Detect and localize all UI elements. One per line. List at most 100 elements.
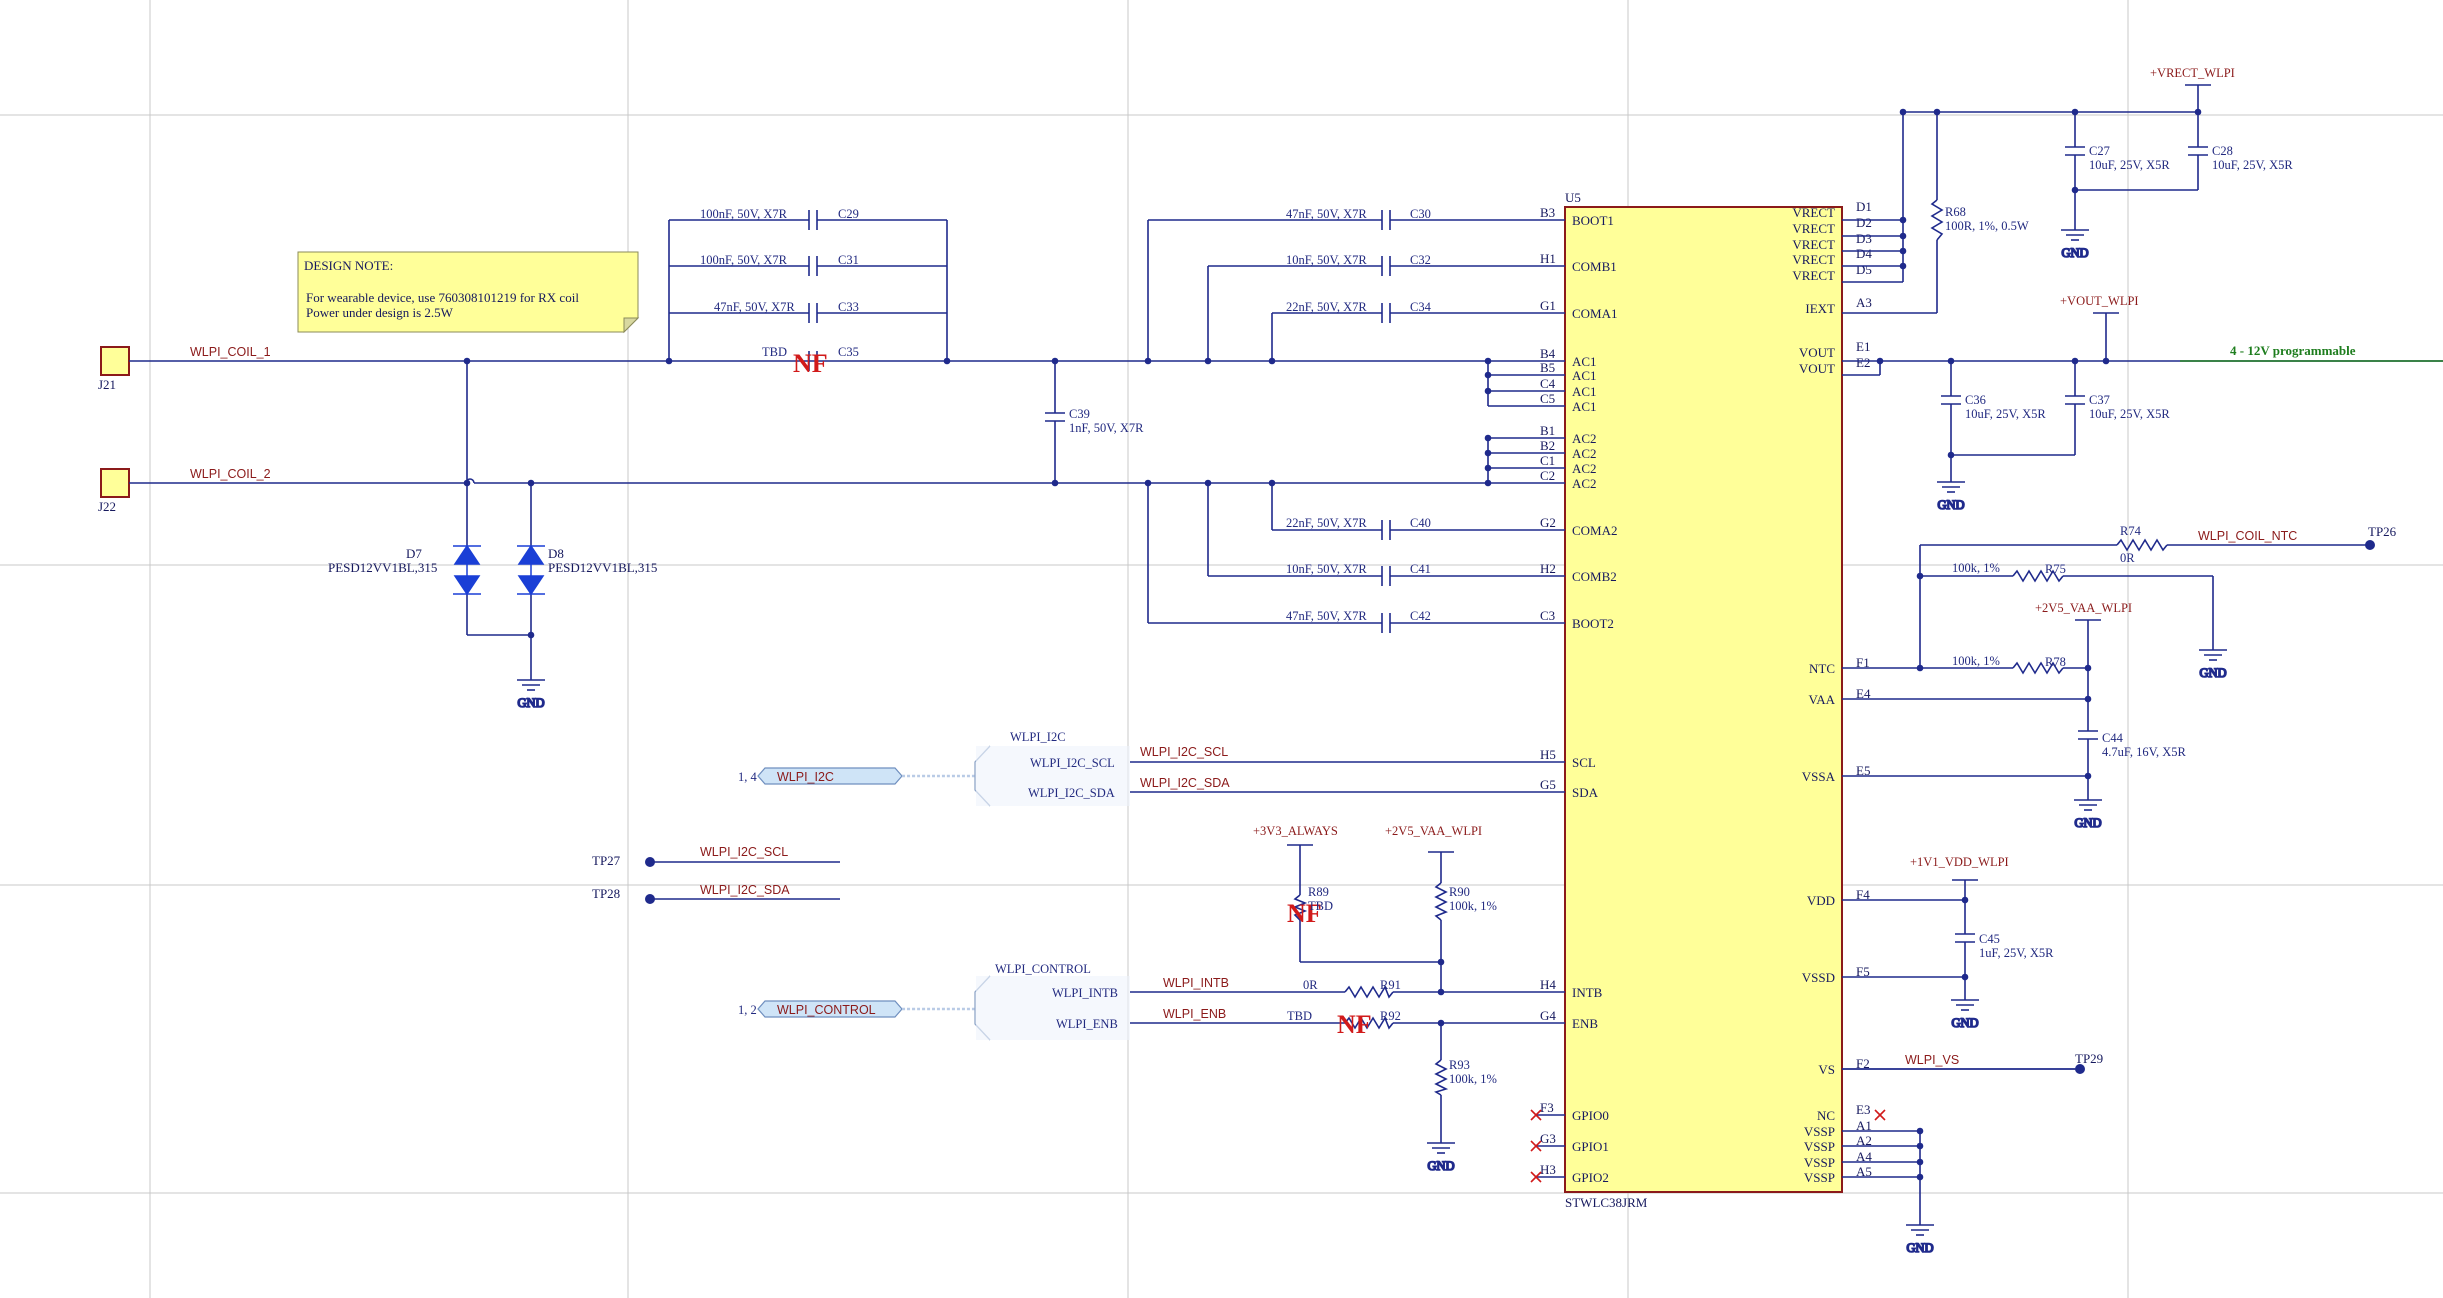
resistor-r75[interactable] [2012, 569, 2064, 583]
resistor-r68[interactable] [1930, 199, 1944, 241]
ic-pin-number: H2 [1540, 561, 1556, 576]
ic-pin-name: NTC [1809, 661, 1835, 676]
c37-val: 10uF, 25V, X5R [2089, 407, 2170, 421]
r89-ref: R89 [1308, 885, 1329, 899]
tvs-d7-symbol[interactable] [453, 544, 481, 596]
c31-ref: C31 [838, 253, 859, 267]
tp26-label: TP26 [2368, 524, 2397, 539]
i2c-port[interactable] [757, 767, 903, 785]
ic-pin-name: INTB [1572, 985, 1603, 1000]
ic-pin-name: GPIO1 [1572, 1139, 1609, 1154]
design-note: DESIGN NOTE: For wearable device, use 76… [297, 251, 640, 334]
control-port[interactable] [757, 1000, 903, 1018]
ic-pin-number: B5 [1540, 360, 1555, 375]
resistor-r74[interactable] [2116, 538, 2168, 552]
connector-j22[interactable] [100, 468, 130, 498]
r68-val: 100R, 1%, 0.5W [1945, 219, 2029, 233]
pwr-vout: +VOUT_WLPI [2060, 294, 2139, 308]
pwr-vaa1: +2V5_VAA_WLPI [2035, 601, 2132, 615]
ic-pin-name: BOOT2 [1572, 616, 1614, 631]
ctl-enb-entry: WLPI_ENB [1056, 1017, 1118, 1031]
tp29-dot[interactable] [2075, 1064, 2085, 1074]
i2c-port-label: WLPI_I2C [777, 770, 834, 784]
ic-pin-number: G2 [1540, 515, 1556, 530]
ic-pin-name: NC [1817, 1108, 1835, 1123]
ic-pin-name: COMB1 [1572, 259, 1617, 274]
c33-val: 47nF, 50V, X7R [714, 300, 795, 314]
tp26-dot[interactable] [2365, 540, 2375, 550]
resistor-r89[interactable] [1292, 894, 1308, 921]
ic-pin-number: F1 [1856, 655, 1870, 670]
resistor-r91[interactable] [1344, 985, 1394, 999]
resistor-r92[interactable] [1344, 1016, 1394, 1030]
ic-pin-name: VRECT [1792, 268, 1835, 283]
tp27-dot[interactable] [645, 857, 655, 867]
ic-pin-number: F4 [1856, 887, 1870, 902]
power-bars [1287, 84, 2211, 881]
ic-pin-name: VSSD [1802, 970, 1835, 985]
ic-u5-part: STWLC38JRM [1565, 1195, 1648, 1210]
ic-pin-e3[interactable]: E3 NC [1817, 1102, 1871, 1123]
resistor-r93[interactable] [1434, 1059, 1449, 1096]
pwr-1v1: +1V1_VDD_WLPI [1910, 855, 2009, 869]
ic-pin-number: F3 [1540, 1100, 1554, 1115]
resistor-r90[interactable] [1434, 882, 1448, 921]
gnd-label: GND [1906, 1241, 1933, 1255]
nf-r92: NF [1337, 1010, 1372, 1039]
c27-val: 10uF, 25V, X5R [2089, 158, 2170, 172]
c29-val: 100nF, 50V, X7R [700, 207, 788, 221]
tp28-dot[interactable] [645, 894, 655, 904]
resistor-r78[interactable] [2012, 661, 2064, 675]
pwr-3v3: +3V3_ALWAYS [1253, 824, 1338, 838]
nf-marks: NF NF NF [793, 349, 1372, 1039]
ic-pin-number: E3 [1856, 1102, 1870, 1117]
ic-pin-name: VRECT [1792, 237, 1835, 252]
ic-pin-f1[interactable]: F1 NTC [1809, 655, 1870, 676]
ic-pin-name: VDD [1807, 893, 1835, 908]
ic-pin-number: C2 [1540, 468, 1555, 483]
net-intb: WLPI_INTB [1163, 976, 1229, 990]
tvs-d8-symbol[interactable] [517, 544, 545, 596]
ic-pin-f4[interactable]: F4 VDD [1807, 887, 1870, 908]
connector-j21[interactable] [100, 346, 130, 376]
r74-ref: R74 [2120, 524, 2142, 538]
ic-pin-name: VRECT [1792, 252, 1835, 267]
coil-wires [129, 219, 1565, 680]
